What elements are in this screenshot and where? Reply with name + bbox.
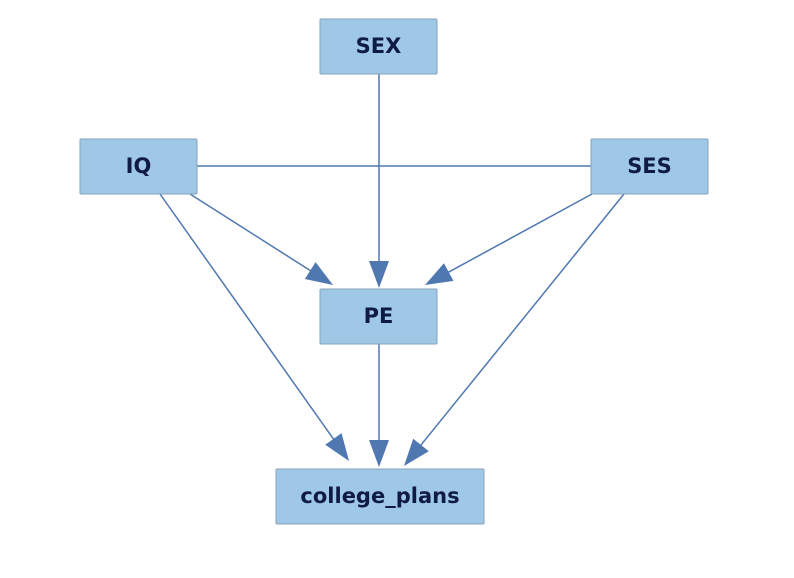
- arrowhead-icon: [425, 263, 454, 285]
- node-pe-box: [319, 288, 438, 345]
- node-pe-label: PE: [364, 304, 394, 328]
- edge-ses-to-pe: [425, 193, 593, 285]
- edge-line: [446, 193, 593, 274]
- arrowhead-icon: [369, 440, 389, 467]
- edge-line: [419, 193, 625, 448]
- arrowhead-icon: [369, 261, 389, 288]
- arrowhead-icon: [325, 433, 349, 461]
- edge-ses-to-college-plans: [404, 193, 625, 466]
- edge-sex-to-pe: [369, 74, 389, 288]
- node-ses[interactable]: SES: [590, 138, 709, 195]
- arrowhead-icon: [404, 438, 429, 466]
- node-sex-label: SEX: [356, 34, 402, 58]
- node-ses-label: SES: [627, 154, 672, 178]
- edge-line: [159, 193, 336, 442]
- edge-pe-to-college-plans: [369, 344, 389, 467]
- node-ses-box: [590, 138, 709, 195]
- node-sex[interactable]: SEX: [319, 18, 438, 75]
- node-college-plans-label: college_plans: [300, 484, 459, 508]
- node-layer: SEX IQ SES PE college_plans: [79, 18, 709, 525]
- edge-iq-to-college-plans: [159, 193, 349, 461]
- node-iq-box: [79, 138, 198, 195]
- node-sex-box: [319, 18, 438, 75]
- node-college-plans-box: [275, 468, 485, 525]
- edge-line: [189, 193, 313, 273]
- node-iq-label: IQ: [126, 154, 152, 178]
- arrowhead-icon: [304, 262, 333, 285]
- node-iq[interactable]: IQ: [79, 138, 198, 195]
- edge-layer: [159, 74, 625, 467]
- node-pe[interactable]: PE: [319, 288, 438, 345]
- edge-iq-to-pe: [189, 193, 333, 285]
- node-college-plans[interactable]: college_plans: [275, 468, 485, 525]
